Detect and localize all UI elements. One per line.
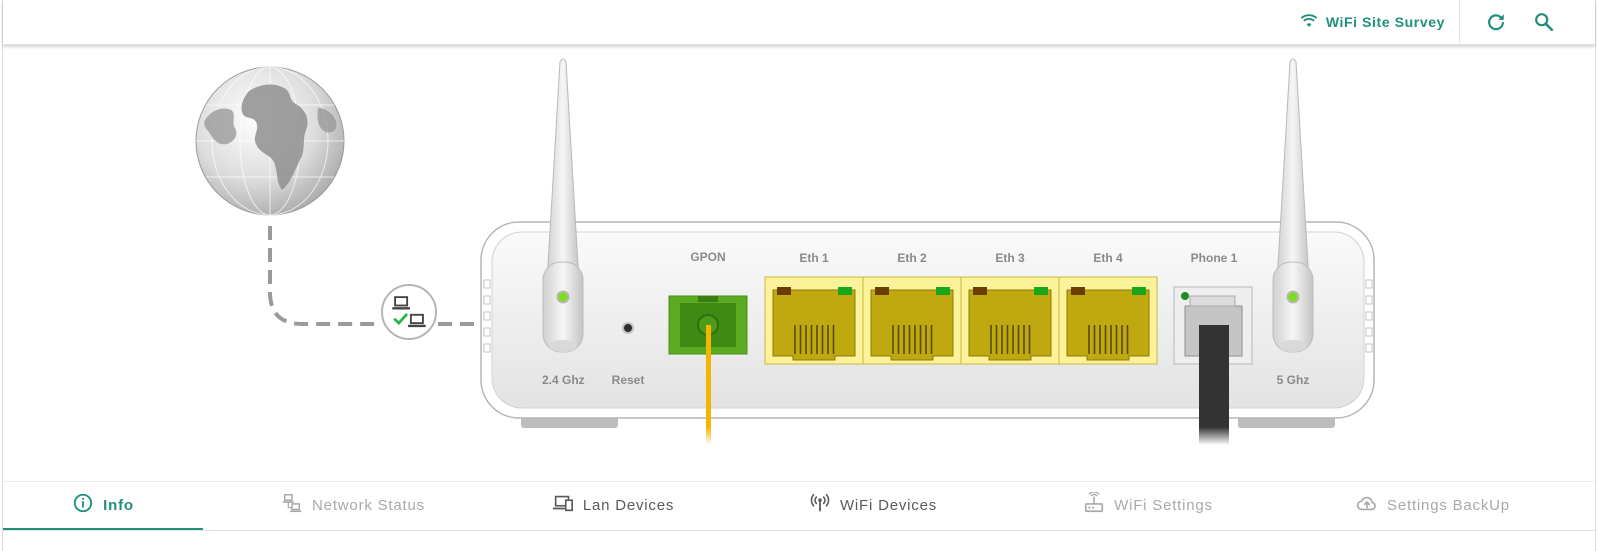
gpon-port[interactable] bbox=[668, 295, 748, 445]
reset-label: Reset bbox=[611, 373, 645, 387]
tab-wifi-settings[interactable]: WiFi Settings bbox=[1043, 482, 1253, 528]
tab-network-status[interactable]: Network Status bbox=[243, 482, 463, 528]
eth3-label: Eth 3 bbox=[995, 251, 1025, 265]
lan-devices-icon bbox=[552, 492, 574, 518]
info-icon bbox=[72, 492, 94, 518]
eth4-label: Eth 4 bbox=[1093, 251, 1123, 265]
router-diagram: 2.4 Ghz Reset GPON Eth 1 Eth 2 Eth 3 Eth… bbox=[195, 58, 1375, 445]
tab-wifi-devices-label: WiFi Devices bbox=[839, 496, 938, 514]
eth1-port[interactable] bbox=[764, 276, 864, 365]
wifi-icon bbox=[1300, 12, 1318, 33]
eth1-label: Eth 1 bbox=[799, 251, 829, 265]
gpon-label: GPON bbox=[690, 250, 726, 264]
antenna-right-label: 5 Ghz bbox=[1276, 373, 1310, 387]
tab-lan-devices[interactable]: Lan Devices bbox=[513, 482, 713, 528]
eth2-port[interactable] bbox=[862, 276, 962, 365]
tab-lan-devices-label: Lan Devices bbox=[582, 496, 675, 514]
tab-settings-backup-label: Settings BackUp bbox=[1387, 496, 1510, 514]
network-connected-icon[interactable] bbox=[381, 284, 437, 340]
wifi-site-survey-button[interactable]: WiFi Site Survey bbox=[1300, 0, 1445, 44]
tab-info[interactable]: Info bbox=[3, 482, 203, 530]
tab-settings-backup[interactable]: Settings BackUp bbox=[1313, 482, 1553, 528]
eth3-port[interactable] bbox=[960, 276, 1060, 365]
globe-icon bbox=[195, 66, 345, 216]
eth4-port[interactable] bbox=[1058, 276, 1158, 365]
tab-info-label: Info bbox=[103, 496, 134, 514]
top-toolbar: WiFi Site Survey bbox=[3, 0, 1595, 45]
toolbar-divider bbox=[1459, 0, 1460, 44]
refresh-icon[interactable] bbox=[1485, 11, 1507, 33]
phone-port[interactable] bbox=[1173, 286, 1253, 445]
tab-wifi-settings-label: WiFi Settings bbox=[1114, 496, 1213, 514]
wifi-devices-icon bbox=[809, 492, 831, 518]
cloud-backup-icon bbox=[1356, 492, 1378, 518]
antenna-right bbox=[1272, 58, 1314, 353]
tab-network-status-label: Network Status bbox=[312, 496, 425, 514]
network-status-icon bbox=[281, 492, 303, 518]
bottom-tab-bar: Info Network Status Lan Devices WiFi Dev… bbox=[3, 481, 1595, 531]
antenna-left-label: 2.4 Ghz bbox=[542, 373, 585, 387]
wifi-site-survey-label: WiFi Site Survey bbox=[1325, 14, 1445, 30]
zoom-icon[interactable] bbox=[1533, 11, 1555, 33]
antenna-left bbox=[542, 58, 584, 353]
reset-button[interactable] bbox=[622, 322, 634, 334]
phone1-label: Phone 1 bbox=[1190, 251, 1238, 265]
tab-wifi-devices[interactable]: WiFi Devices bbox=[773, 482, 973, 528]
wifi-settings-icon bbox=[1083, 491, 1105, 518]
eth2-label: Eth 2 bbox=[897, 251, 927, 265]
